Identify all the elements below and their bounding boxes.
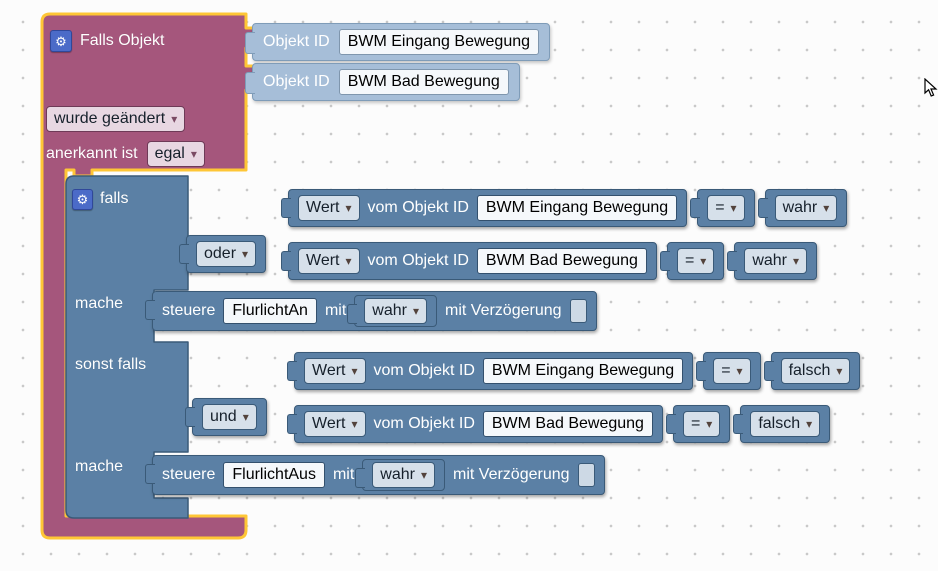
logic-or-block[interactable]: oder [178,235,267,273]
control-state-block[interactable]: steuere FlurlichtAus mit wahr mit Verzög… [145,455,605,495]
condition-row: Wert vom Objekt ID BWM Bad Bewegung = wa… [281,242,818,280]
from-object-label: vom Objekt ID [373,362,475,379]
from-object-label: vom Objekt ID [367,199,469,216]
boolean-dropdown[interactable]: falsch [750,411,821,437]
boolean-value-block[interactable]: wahr [727,242,818,280]
control-state-block[interactable]: steuere FlurlichtAn mit wahr mit Verzöge… [145,291,597,331]
ack-label: anerkannt ist [46,145,138,162]
logic-operator-dropdown[interactable]: und [202,404,257,430]
compare-operator-block[interactable]: = [696,352,761,390]
gear-icon[interactable]: ⚙ [50,30,72,52]
boolean-value-block[interactable]: wahr [757,189,848,227]
delay-input[interactable] [569,299,587,323]
object-id-input[interactable]: BWM Bad Bewegung [482,411,653,437]
get-value-block[interactable]: Wert vom Objekt ID BWM Eingang Bewegung [280,189,688,227]
boolean-dropdown[interactable]: wahr [774,195,838,221]
if-block-body[interactable] [65,175,189,519]
object-id-label: Objekt ID [263,73,330,90]
get-value-block[interactable]: Wert vom Objekt ID BWM Bad Bewegung [281,242,657,280]
get-value-block[interactable]: Wert vom Objekt ID BWM Eingang Bewegung [286,352,694,390]
compare-operator-block[interactable]: = [690,189,755,227]
trigger-title: Falls Objekt [80,32,165,49]
with-label: mit [324,302,347,319]
ack-dropdown[interactable]: egal [146,141,205,167]
delay-label: mit Verzögerung [453,466,570,483]
operator-dropdown[interactable]: = [676,248,715,274]
object-id-input[interactable]: BWM Eingang Bewegung [476,195,678,221]
boolean-value-block[interactable]: falsch [733,405,831,443]
boolean-value-block[interactable]: wahr [355,459,445,491]
value-type-dropdown[interactable]: Wert [298,195,360,221]
object-id-input[interactable]: BWM Eingang Bewegung [338,29,540,55]
value-type-dropdown[interactable]: Wert [304,411,366,437]
boolean-value-block[interactable]: falsch [763,352,861,390]
value-type-dropdown[interactable]: Wert [298,248,360,274]
do-label: mache [75,458,124,475]
object-id-input[interactable]: BWM Bad Bewegung [338,69,509,95]
boolean-dropdown[interactable]: falsch [780,358,851,384]
object-id-input[interactable]: BWM Bad Bewegung [476,248,647,274]
if-label: falls [100,190,129,207]
boolean-dropdown[interactable]: wahr [744,248,808,274]
logic-and-block[interactable]: und [185,398,267,436]
compare-operator-block[interactable]: = [659,242,725,280]
condition-row: Wert vom Objekt ID BWM Eingang Bewegung … [280,189,848,227]
delay-label: mit Verzögerung [445,302,562,319]
condition-row: Wert vom Objekt ID BWM Eingang Bewegung … [286,352,861,390]
control-object-id-input[interactable]: FlurlichtAn [223,298,317,324]
delay-input[interactable] [577,463,595,487]
operator-dropdown[interactable]: = [682,411,721,437]
from-object-label: vom Objekt ID [373,415,475,432]
gear-icon[interactable]: ⚙ [72,189,93,210]
object-id-block[interactable]: Objekt ID BWM Eingang Bewegung [244,23,551,61]
compare-operator-block[interactable]: = [665,405,731,443]
from-object-label: vom Objekt ID [367,252,469,269]
get-value-block[interactable]: Wert vom Objekt ID BWM Bad Bewegung [287,405,663,443]
control-label: steuere [162,466,216,483]
object-id-label: Objekt ID [263,33,330,50]
boolean-value-block[interactable]: wahr [347,295,437,327]
object-id-block[interactable]: Objekt ID BWM Bad Bewegung [245,63,520,101]
boolean-dropdown[interactable]: wahr [364,298,427,324]
object-id-input[interactable]: BWM Eingang Bewegung [482,358,684,384]
condition-row: Wert vom Objekt ID BWM Bad Bewegung = fa… [287,405,831,443]
boolean-dropdown[interactable]: wahr [372,462,435,488]
operator-dropdown[interactable]: = [707,195,745,221]
trigger-event-dropdown[interactable]: wurde geändert [46,106,186,132]
elseif-label: sonst falls [75,356,147,373]
with-label: mit [332,466,355,483]
operator-dropdown[interactable]: = [713,358,751,384]
do-label: mache [75,295,124,312]
value-type-dropdown[interactable]: Wert [304,358,366,384]
control-object-id-input[interactable]: FlurlichtAus [223,462,325,488]
logic-operator-dropdown[interactable]: oder [196,241,257,267]
control-label: steuere [162,302,216,319]
